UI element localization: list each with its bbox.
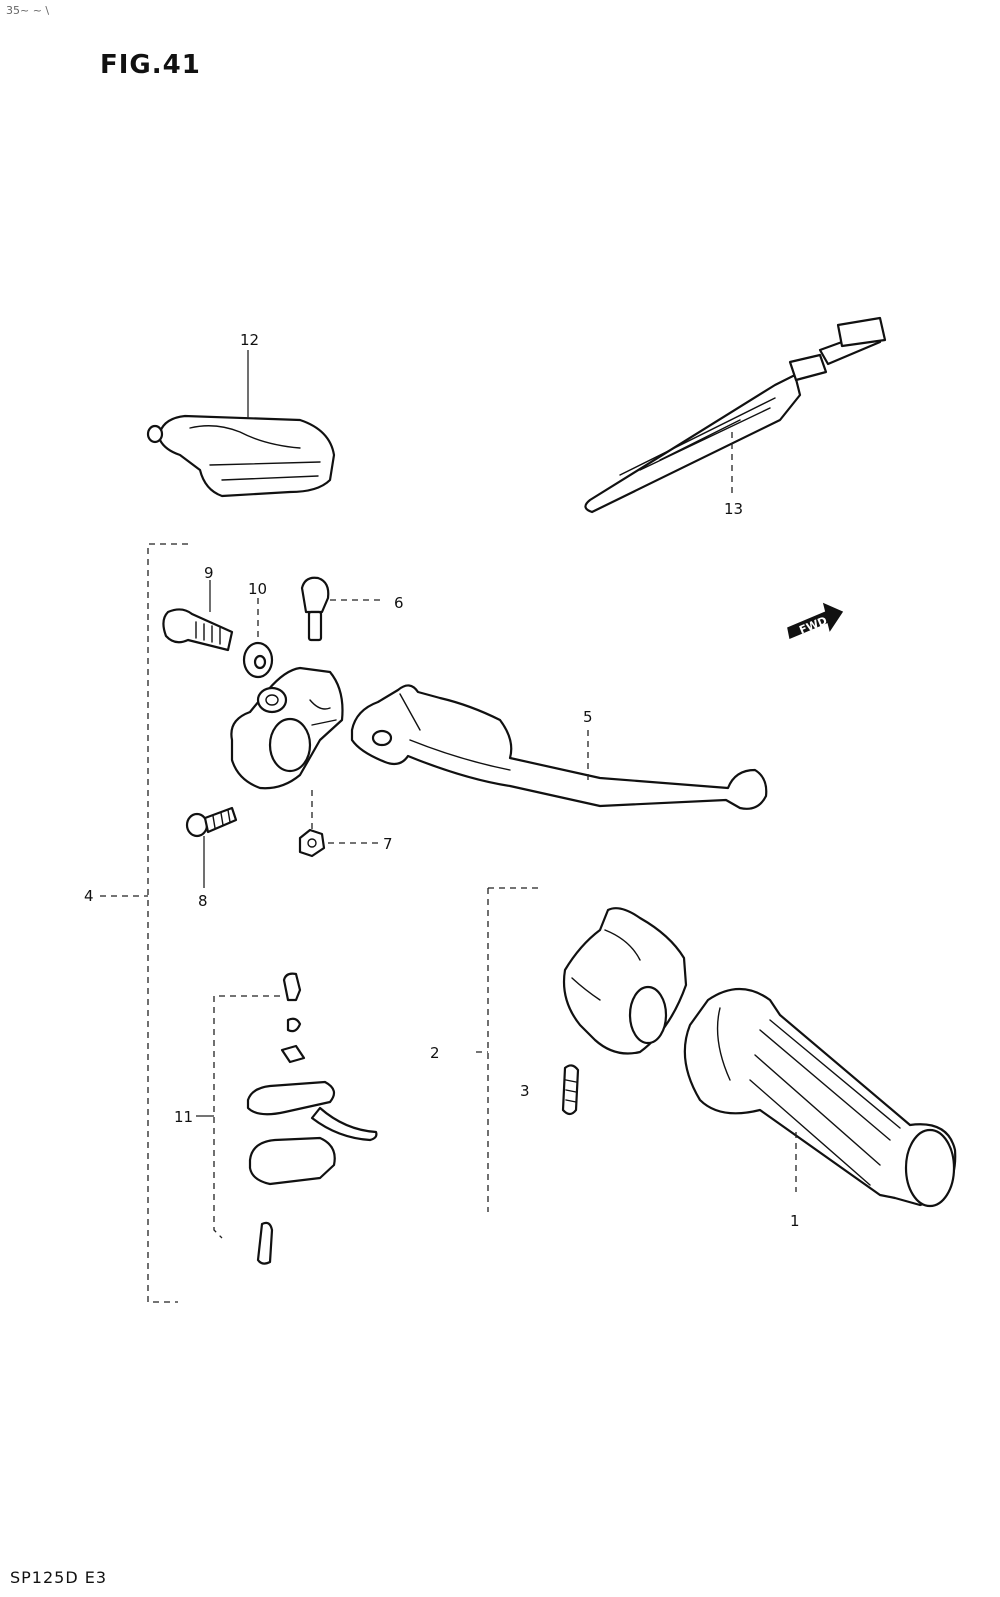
callout-3: 3 (520, 1082, 530, 1100)
part-1-handlebar-grip (683, 988, 957, 1208)
part-11-switch-assembly (196, 972, 378, 1265)
callout-13: 13 (724, 500, 743, 518)
part-2-throttle-housing (476, 887, 688, 1212)
forward-direction-badge: FWD (787, 602, 844, 640)
part-3-screw (561, 1064, 580, 1116)
part-9-bolt (162, 580, 234, 652)
callout-1: 1 (790, 1212, 800, 1230)
part-13-cable-tie (584, 316, 887, 514)
scan-mark: 35~ ~ \ (6, 4, 50, 17)
callout-5: 5 (583, 708, 593, 726)
part-10-washer (242, 598, 274, 679)
fwd-label: FWD (797, 614, 829, 637)
part-12-lever-cover (146, 350, 336, 498)
callout-8: 8 (198, 892, 208, 910)
callout-4: 4 (84, 887, 94, 905)
callout-10: 10 (248, 580, 267, 598)
part-4-lever-holder (230, 666, 344, 840)
forward-arrow-icon (787, 602, 844, 640)
callout-2: 2 (430, 1044, 440, 1062)
callout-6: 6 (394, 594, 404, 612)
model-code: SP125D E3 (10, 1568, 108, 1587)
part-8-screw (185, 806, 238, 888)
part-5-clutch-lever (350, 684, 768, 810)
bracket-4 (100, 543, 188, 1303)
callout-7: 7 (383, 835, 393, 853)
part-7-nut (298, 828, 378, 858)
figure-title: FIG.41 (100, 50, 201, 80)
part-6-pivot-bolt (300, 576, 385, 642)
callout-9: 9 (204, 564, 214, 582)
callout-11: 11 (174, 1108, 193, 1126)
callout-12: 12 (240, 331, 259, 349)
